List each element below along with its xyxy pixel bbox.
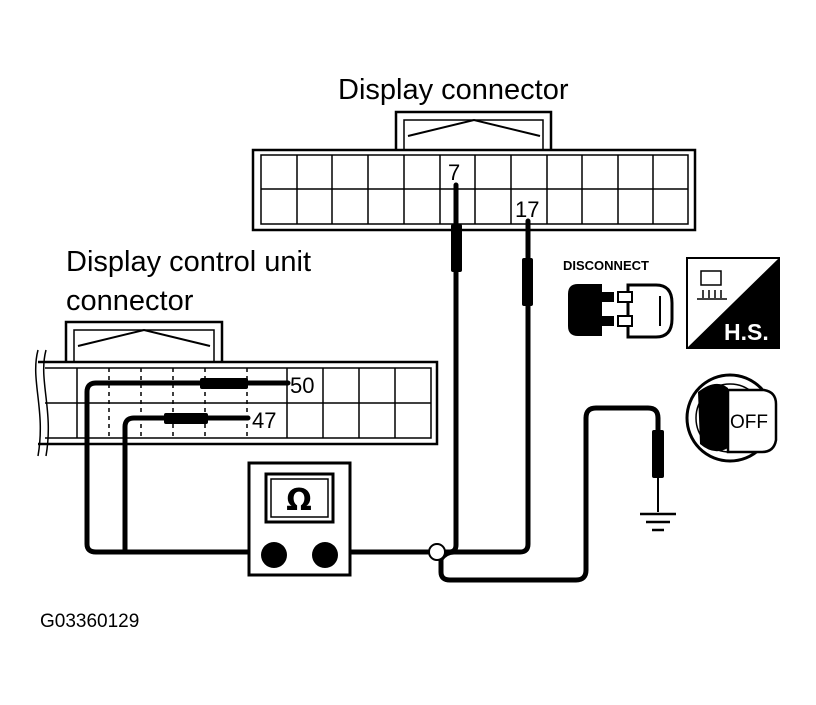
- pin-label-47: 47: [252, 408, 276, 433]
- pin-label-7: 7: [448, 160, 460, 185]
- pin-17-cell: [514, 192, 545, 222]
- display-connector-title: Display connector: [338, 74, 569, 106]
- ignition-off-icon: OFF: [685, 373, 778, 463]
- control-unit-connector: [34, 320, 439, 457]
- pin-label-50: 50: [290, 373, 314, 398]
- ohm-symbol-icon: Ω: [286, 483, 312, 518]
- figure-code: G03360129: [40, 611, 139, 632]
- ground-icon: [640, 512, 676, 532]
- probe-wires: [84, 182, 661, 583]
- control-unit-title-line1: Display control unit: [66, 246, 311, 278]
- meter-terminal-right: [312, 542, 338, 568]
- svg-text:DISCONNECT: DISCONNECT: [563, 258, 649, 273]
- control-unit-title-line2: connector: [66, 285, 194, 317]
- probe-tips: [164, 224, 664, 478]
- svg-text:H.S.: H.S.: [724, 319, 769, 345]
- pin-47-cell: [250, 406, 286, 434]
- pin-label-17: 17: [515, 197, 539, 222]
- ohmmeter: [247, 461, 352, 577]
- pin-7-cell: [443, 156, 471, 186]
- meter-terminal-left: [261, 542, 287, 568]
- svg-text:OFF: OFF: [730, 412, 768, 433]
- wire-crossing: [428, 543, 446, 561]
- display-connector: [251, 110, 697, 232]
- pin-50-cell: [289, 371, 321, 399]
- disconnect-icon: DISCONNECT: [563, 258, 674, 339]
- hs-icon: H.S.: [686, 257, 780, 349]
